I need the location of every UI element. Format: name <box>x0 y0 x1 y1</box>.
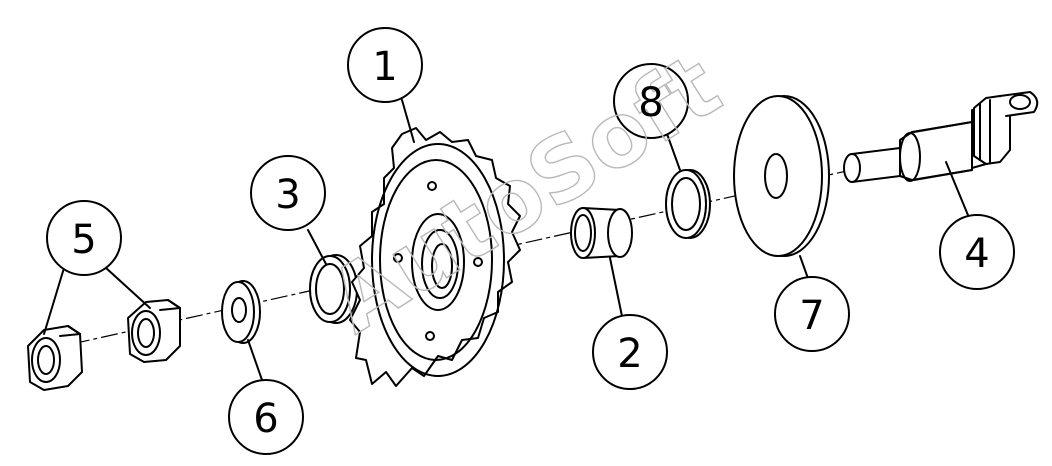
callout-label-8: 8 <box>638 80 663 126</box>
callout-labels: 1 2 3 4 5 6 7 8 <box>71 44 989 442</box>
callout-label-6: 6 <box>253 396 278 442</box>
leader-lines <box>43 99 971 381</box>
callout-label-1: 1 <box>372 44 397 90</box>
callout-label-7: 7 <box>799 293 824 339</box>
callout-label-2: 2 <box>617 331 642 377</box>
callout-circles <box>46 27 1015 455</box>
part-3-spacer-ring <box>309 254 358 324</box>
callout-label-5: 5 <box>71 217 96 263</box>
part-8-ring <box>665 169 711 239</box>
part-6-washer <box>221 280 261 344</box>
part-7-large-washer <box>733 95 830 257</box>
part-1-sprocket <box>349 127 521 387</box>
part-5-hex-nut-left <box>27 325 83 391</box>
part-5-hex-nut-right <box>127 299 181 363</box>
part-4-shaft <box>843 91 1039 183</box>
callout-label-4: 4 <box>964 231 989 277</box>
callout-label-3: 3 <box>275 172 300 218</box>
part-2-bushing <box>570 207 633 259</box>
